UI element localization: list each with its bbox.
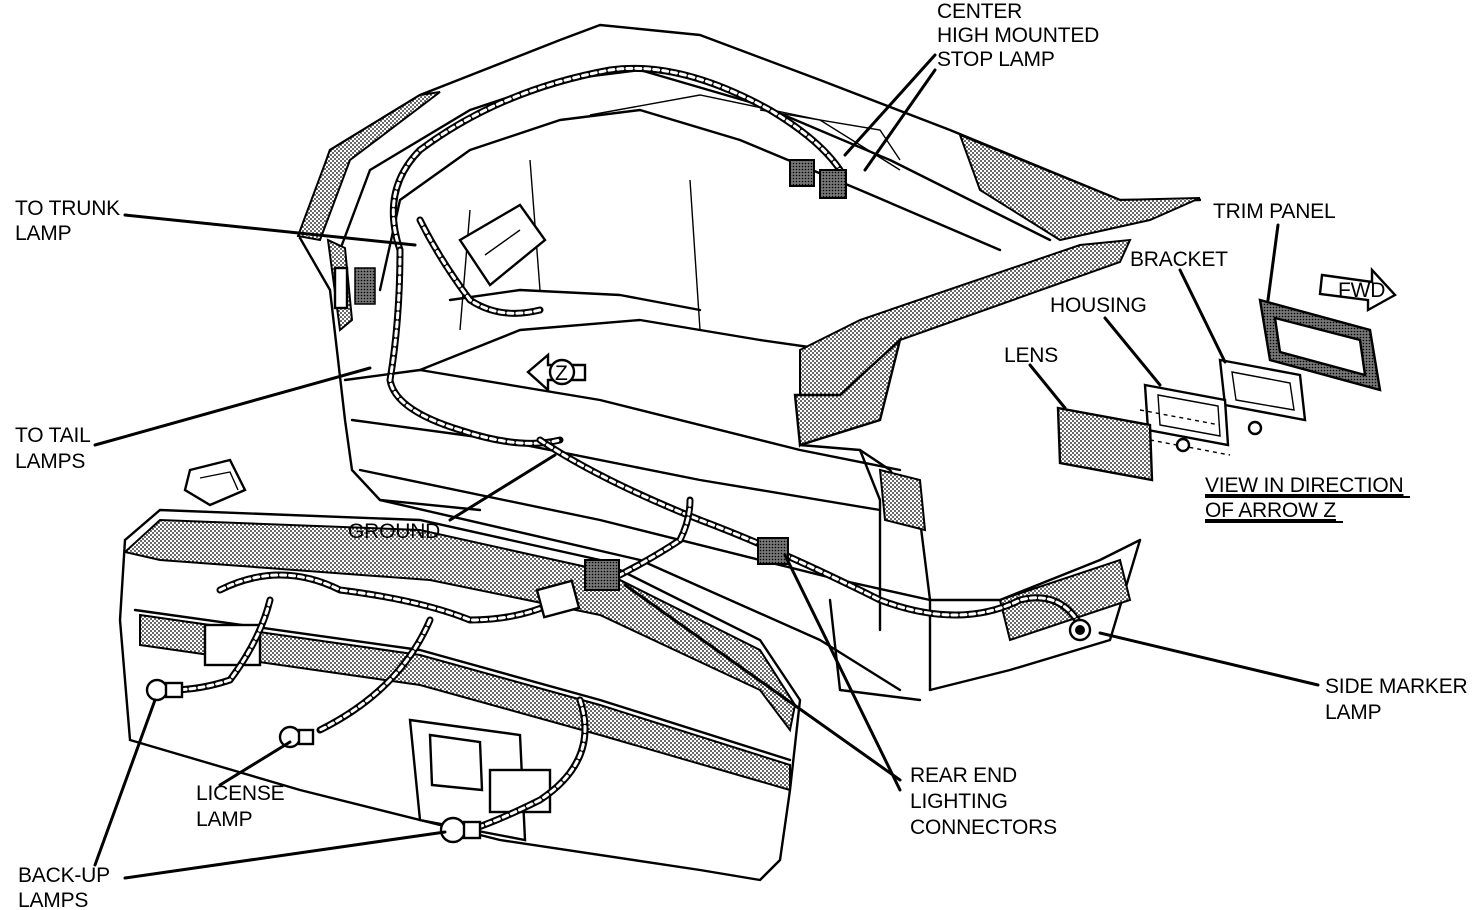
wiring-harness <box>166 64 1092 834</box>
label-tail-lamps-line2: LAMPS <box>15 450 85 473</box>
side-marker-exploded-view: FWD <box>1056 266 1397 482</box>
backup-lamp-left <box>145 678 184 702</box>
label-view-direction: VIEW IN DIRECTION OF ARROW Z <box>1205 474 1410 523</box>
label-chmsl-line1: CENTER <box>937 0 1022 23</box>
label-side-marker-line1: SIDE MARKER <box>1325 675 1468 698</box>
label-rear-end-connectors-line1: REAR END <box>910 764 1017 787</box>
leader-lines <box>93 53 1320 880</box>
label-chmsl-line3: STOP LAMP <box>937 48 1055 71</box>
label-rear-end-connectors: REAR END LIGHTING CONNECTORS <box>910 764 1057 839</box>
label-trim-panel: TRIM PANEL <box>1213 200 1335 223</box>
label-bracket: BRACKET <box>1130 248 1228 271</box>
license-lamp-bulb <box>278 725 315 749</box>
label-lens: LENS <box>1004 344 1058 367</box>
label-side-marker-line2: LAMP <box>1325 701 1381 724</box>
label-rear-end-connectors-line2: LIGHTING <box>910 790 1008 813</box>
label-trunk-lamp-line2: LAMP <box>15 222 71 245</box>
label-trunk-lamp: TO TRUNK LAMP <box>15 197 120 245</box>
label-tail-lamps: TO TAIL LAMPS <box>15 424 91 473</box>
label-view-direction-line2: OF ARROW Z <box>1205 499 1336 522</box>
label-license-lamp-line1: LICENSE <box>196 782 285 805</box>
label-trunk-lamp-line1: TO TRUNK <box>15 197 120 220</box>
label-chmsl: CENTER HIGH MOUNTED STOP LAMP <box>937 0 1099 71</box>
label-license-lamp: LICENSE LAMP <box>196 782 285 831</box>
arrow-z-text: Z <box>555 362 568 385</box>
label-housing: HOUSING <box>1050 294 1147 317</box>
label-rear-end-connectors-line3: CONNECTORS <box>910 816 1057 839</box>
backup-lamp-right <box>439 816 482 844</box>
label-ground: GROUND <box>348 520 440 543</box>
label-view-direction-line1: VIEW IN DIRECTION <box>1205 474 1403 497</box>
label-side-marker: SIDE MARKER LAMP <box>1325 675 1468 724</box>
rear-bumper <box>118 458 802 882</box>
label-backup-lamps-line1: BACK-UP <box>18 864 110 887</box>
fwd-text: FWD <box>1338 279 1385 302</box>
label-backup-lamps: BACK-UP LAMPS <box>18 864 110 910</box>
label-license-lamp-line2: LAMP <box>196 808 252 831</box>
label-tail-lamps-line1: TO TAIL <box>15 424 91 447</box>
label-backup-lamps-line2: LAMPS <box>18 889 88 910</box>
arrow-z-marker: Z <box>526 352 587 393</box>
label-chmsl-line2: HIGH MOUNTED <box>937 24 1099 47</box>
